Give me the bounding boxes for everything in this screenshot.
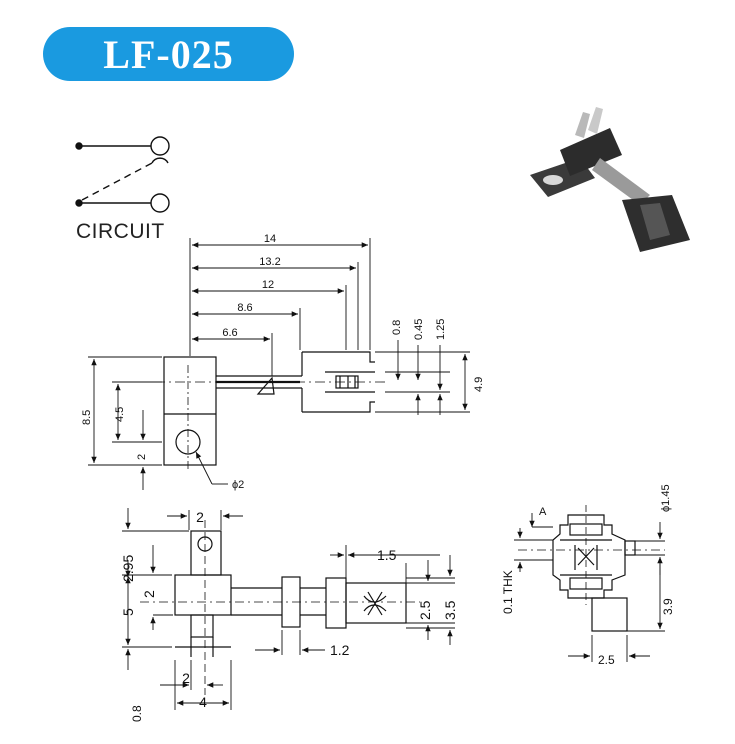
dim-1-25: 1.25 [435,319,447,340]
bottom-view-dim-labels: 2 2.95 2 5 1.5 2.5 3.5 1.2 2 4 0.8 [120,509,458,722]
dim-14: 14 [264,233,276,245]
dim-2-bottom: 2 [182,670,190,686]
side-view-drawing [518,505,665,632]
dim-3-9: 3.9 [661,598,675,615]
dim-2-5: 2.5 [417,600,433,620]
dim-6-6: 6.6 [222,327,237,339]
dim-2-top: 2 [196,509,204,525]
dim-4-9: 4.9 [473,377,485,392]
product-photo [530,107,690,252]
side-view-dim-labels: A ϕ1.45 0.1 THK 3.9 2.5 [501,484,675,667]
side-view-dimensions [514,513,665,662]
dim-2-95: 2.95 [120,555,136,582]
dim-4-5: 4.5 [114,407,126,422]
model-title-badge: LF-025 [43,27,294,81]
dim-8-5: 8.5 [81,410,93,425]
dim-5: 5 [120,608,136,616]
hole-dia: ϕ2 [232,479,244,491]
view-marker-a: A [539,506,547,518]
top-view-dimensions [88,238,470,490]
circuit-label: CIRCUIT [76,220,165,243]
bottom-view-drawing [140,520,420,695]
dim-8-6: 8.6 [237,302,252,314]
dim-12: 12 [262,279,274,291]
model-title: LF-025 [103,31,234,77]
dim-0-8: 0.8 [391,320,403,335]
top-view-drawing [115,351,385,470]
dim-13-2: 13.2 [259,256,280,268]
dim-1-5: 1.5 [377,547,397,563]
dim-2-mid: 2 [141,590,157,598]
dim-0-45: 0.45 [413,319,425,340]
dim-1-2: 1.2 [330,642,350,658]
top-view-dim-labels: 14 13.2 12 8.6 6.6 0.8 0.45 1.25 4.9 8.5… [81,233,485,491]
dim-0-8-bottom: 0.8 [130,705,144,722]
dim-3-5: 3.5 [442,600,458,620]
dim-2-left: 2 [136,454,148,460]
dim-2-5-side: 2.5 [598,653,615,667]
pin-diameter: ϕ1.45 [660,484,672,512]
dim-4: 4 [199,694,207,710]
bottom-view-dimensions [122,508,455,710]
thickness-label: 0.1 THK [501,570,515,614]
circuit-symbol [75,136,170,213]
